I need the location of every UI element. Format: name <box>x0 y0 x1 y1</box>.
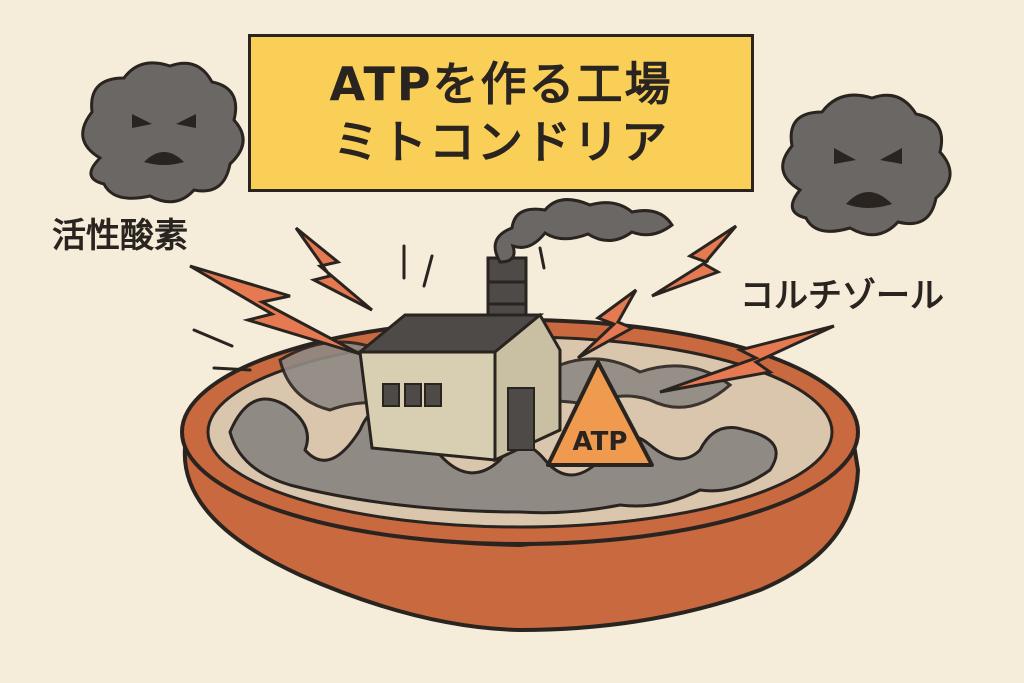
angry-cloud-icon <box>781 93 952 237</box>
title-banner: ATPを作る工場 ミトコンドリア <box>248 34 754 192</box>
smoke-icon <box>493 198 675 264</box>
angry-cloud-icon <box>81 61 245 204</box>
lightning-bolt-icon <box>189 224 835 394</box>
left-cloud-label: 活性酸素 <box>52 216 188 256</box>
title-line-1: ATPを作る工場 <box>329 57 673 111</box>
right-cloud-label: コルチゾール <box>740 276 944 316</box>
title-line-2: ミトコンドリア <box>333 115 669 169</box>
warning-triangle-icon: ATP <box>546 360 654 467</box>
triangle-atp-label: ATP <box>573 427 628 457</box>
factory-icon <box>355 198 675 463</box>
impact-lines <box>192 244 546 372</box>
